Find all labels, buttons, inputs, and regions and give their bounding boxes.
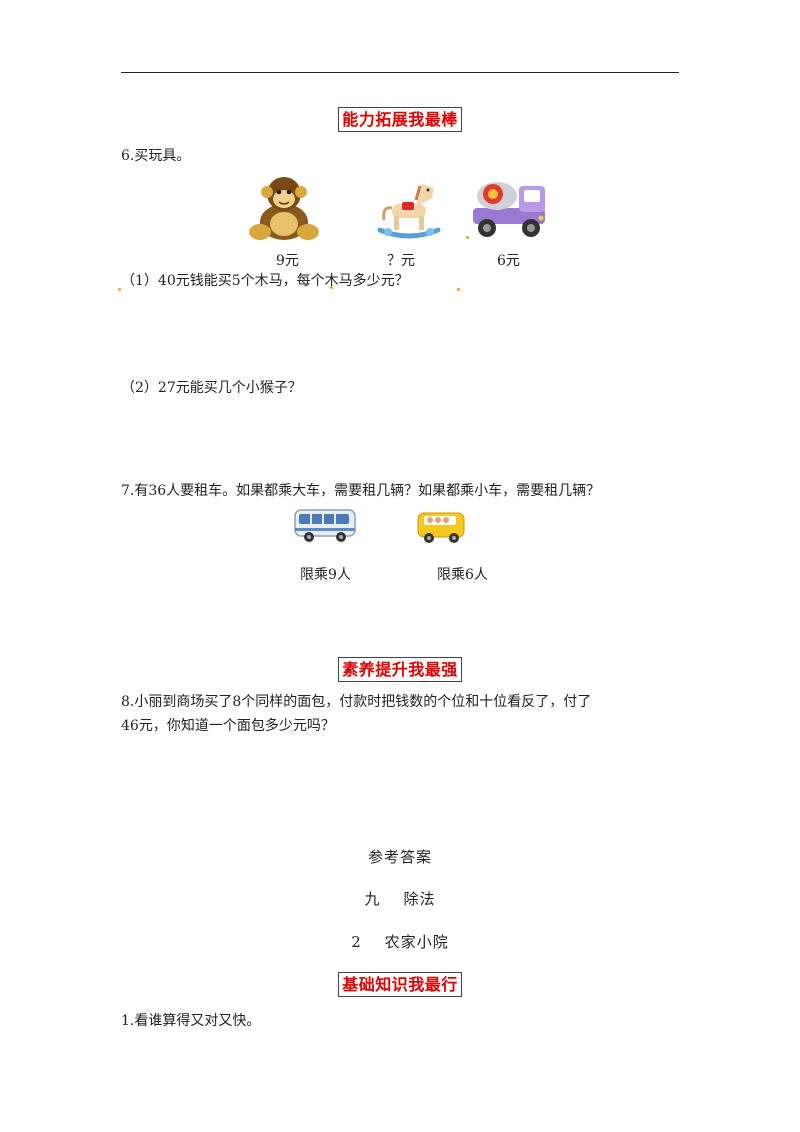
price-truck: 6元	[497, 253, 520, 269]
decorative-dot	[457, 288, 460, 291]
answer-question-1: 1.看谁算得又对又快。	[121, 1013, 261, 1029]
answers-chapter: 九 除法	[364, 890, 436, 908]
bus-icon	[294, 509, 356, 542]
monkey-icon	[249, 177, 319, 240]
question-8-line-2: 46元，你知道一个面包多少元吗？	[121, 718, 335, 734]
small-car-capacity: 限乘6人	[437, 567, 488, 583]
section-heading-basics: 基础知识我最行	[0, 972, 800, 997]
question-7-title: 7.有36人要租车。如果都乘大车，需要租几辆？如果都乘小车，需要租几辆？	[121, 483, 601, 499]
question-8-line-1: 8.小丽到商场买了8个同样的面包，付款时把钱数的个位和十位看反了，付了	[121, 694, 592, 710]
decorative-dot	[466, 236, 469, 239]
price-rocking-horse: ？元	[387, 253, 415, 269]
price-monkey: 9元	[276, 253, 299, 269]
section-heading-text: 素养提升我最强	[338, 657, 462, 682]
big-car-capacity: 限乘9人	[300, 567, 351, 583]
toy-truck-icon	[473, 182, 545, 237]
question-6-part-1: （1）40元钱能买5个木马，每个木马多少元？	[121, 273, 409, 289]
page-top-rule	[121, 72, 679, 73]
section-heading-ability: 能力拓展我最棒	[0, 107, 800, 132]
section-heading-literacy: 素养提升我最强	[0, 657, 800, 682]
school-bus-icon	[417, 512, 465, 543]
section-heading-text: 基础知识我最行	[338, 972, 462, 997]
answers-lesson: 2 农家小院	[351, 933, 449, 951]
decorative-dot	[330, 286, 333, 289]
question-6-title: 6.买玩具。	[121, 148, 191, 164]
decorative-dot	[118, 288, 121, 291]
rocking-horse-icon	[377, 184, 441, 239]
answers-title: 参考答案	[367, 848, 432, 866]
section-heading-text: 能力拓展我最棒	[338, 107, 462, 132]
question-6-part-2: （2）27元能买几个小猴子？	[121, 380, 302, 396]
